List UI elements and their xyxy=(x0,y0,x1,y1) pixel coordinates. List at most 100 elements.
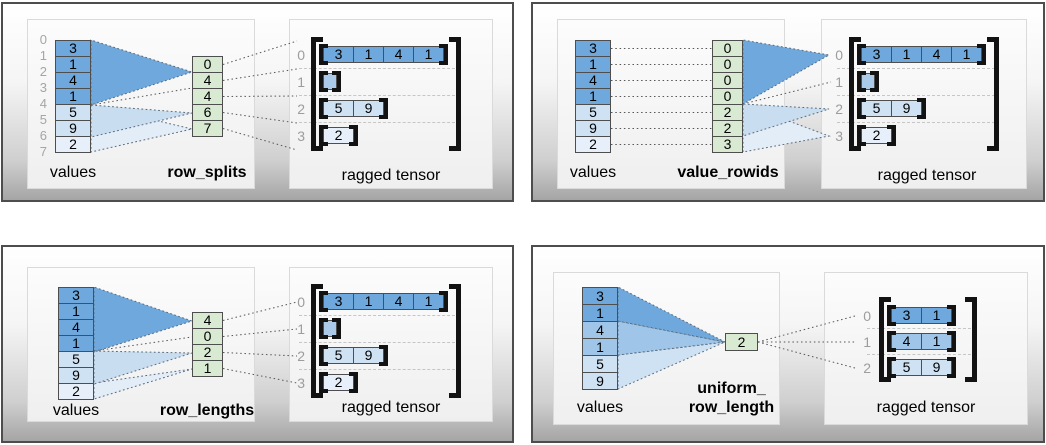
tensor-cell: 5 xyxy=(891,359,922,376)
tensor-cell: 9 xyxy=(353,100,384,117)
tensor-label: ragged tensor xyxy=(877,167,977,184)
row-bracket-left xyxy=(319,345,328,366)
values-cell: 5 xyxy=(582,355,618,373)
row-lengths-cell: 1 xyxy=(192,360,223,377)
tensor-cell: 9 xyxy=(921,359,952,376)
tensor-cell: 4 xyxy=(921,46,952,63)
values-cell: 3 xyxy=(55,40,91,57)
uniform-row-length-cell: 2 xyxy=(725,333,758,351)
value-rowids-cell: 0 xyxy=(712,56,743,73)
row-bracket-left xyxy=(857,44,866,65)
row-bracket-right xyxy=(917,98,926,119)
tensor-row: 2 xyxy=(319,125,358,146)
row-bracket-right xyxy=(439,44,448,65)
row-index: 2 xyxy=(297,101,305,117)
row-separator xyxy=(299,369,455,370)
row-splits-cell: 4 xyxy=(192,72,223,89)
value-rowids-cell: 0 xyxy=(712,88,743,105)
method-label-line1: uniform_ xyxy=(697,380,766,397)
row-index: 2 xyxy=(863,360,871,376)
values-cell: 5 xyxy=(575,104,611,121)
values-label: values xyxy=(52,402,100,419)
tensor-cell: 2 xyxy=(323,374,354,391)
tensor-cell: 4 xyxy=(383,46,414,63)
row-separator xyxy=(837,68,995,69)
tensor-row: 3 1 4 1 xyxy=(319,291,448,312)
value-rowids-cell: 2 xyxy=(712,104,743,121)
values-cell: 1 xyxy=(58,303,94,320)
values-cell: 4 xyxy=(582,321,618,339)
values-cell: 5 xyxy=(58,351,94,368)
tensor-row: 2 xyxy=(319,372,358,393)
panel-uniform-row-length: 3 1 4 1 5 9 2 values uniform_ row_length… xyxy=(531,245,1045,443)
value-index: 6 xyxy=(39,128,47,143)
tensor-cell: 3 xyxy=(861,46,892,63)
row-bracket-left xyxy=(319,372,328,393)
tensor-row-empty xyxy=(857,71,879,92)
value-rowids-cell: 2 xyxy=(712,120,743,137)
tensor-label: ragged tensor xyxy=(341,167,441,184)
panel-value-rowids: 3 1 4 1 5 9 2 0 0 0 0 2 2 3 values value… xyxy=(531,2,1045,202)
values-cell: 2 xyxy=(575,136,611,153)
row-bracket-right xyxy=(349,372,358,393)
values-cell: 1 xyxy=(58,335,94,352)
row-separator xyxy=(867,354,971,355)
row-separator xyxy=(299,315,455,316)
values-cell: 2 xyxy=(55,136,91,153)
values-label: values xyxy=(576,399,624,416)
row-bracket-left xyxy=(319,71,328,92)
tensor-cell-empty xyxy=(861,73,875,90)
row-splits-cell: 7 xyxy=(192,120,223,137)
tensor-cell: 1 xyxy=(921,307,952,324)
row-index: 2 xyxy=(835,101,843,117)
tensor-cell: 4 xyxy=(383,293,414,310)
value-index: 2 xyxy=(39,64,47,79)
row-bracket-right xyxy=(977,44,986,65)
panel-row-lengths: 3 1 4 1 5 9 2 4 0 2 1 values row_lengths… xyxy=(1,245,514,443)
row-bracket-right xyxy=(870,71,879,92)
tensor-cell: 1 xyxy=(413,293,444,310)
row-bracket-right xyxy=(332,318,341,339)
row-index: 0 xyxy=(863,308,871,324)
values-label: values xyxy=(569,164,617,181)
row-separator xyxy=(299,342,455,343)
value-rowids-cell: 0 xyxy=(712,40,743,57)
method-label: row_lengths xyxy=(159,402,255,419)
tensor-cell: 9 xyxy=(891,100,922,117)
value-rowids-cell: 0 xyxy=(712,72,743,89)
values-cell: 9 xyxy=(575,120,611,137)
outer-bracket-left xyxy=(879,297,891,382)
tensor-cell: 9 xyxy=(353,347,384,364)
row-lengths-cell: 4 xyxy=(192,312,223,329)
tensor-cell: 2 xyxy=(323,127,354,144)
row-bracket-right xyxy=(332,71,341,92)
tensor-row: 2 xyxy=(857,125,896,146)
tensor-row: 3 1 4 1 xyxy=(319,44,448,65)
tensor-cell: 1 xyxy=(951,46,982,63)
tensor-cell: 5 xyxy=(323,347,354,364)
row-bracket-left xyxy=(857,125,866,146)
tensor-row: 4 1 xyxy=(887,331,956,352)
values-cell: 9 xyxy=(58,367,94,384)
row-bracket-right xyxy=(947,305,956,326)
values-cell: 1 xyxy=(582,338,618,356)
row-separator xyxy=(299,95,455,96)
tensor-row: 5 9 xyxy=(857,98,926,119)
values-cell: 1 xyxy=(575,88,611,105)
outer-bracket-right xyxy=(965,297,977,382)
value-index: 7 xyxy=(39,144,47,159)
row-splits-cell: 4 xyxy=(192,88,223,105)
values-cell: 1 xyxy=(575,56,611,73)
row-separator xyxy=(299,122,455,123)
tensor-cell-empty xyxy=(323,73,337,90)
tensor-cell: 3 xyxy=(891,307,922,324)
values-cell: 4 xyxy=(575,72,611,89)
value-index: 3 xyxy=(39,80,47,95)
tensor-row: 5 9 xyxy=(319,98,388,119)
row-bracket-left xyxy=(887,305,896,326)
row-bracket-left xyxy=(887,331,896,352)
tensor-row: 3 1 4 1 xyxy=(857,44,986,65)
row-bracket-right xyxy=(439,291,448,312)
row-index: 1 xyxy=(863,334,871,350)
tensor-cell: 1 xyxy=(413,46,444,63)
